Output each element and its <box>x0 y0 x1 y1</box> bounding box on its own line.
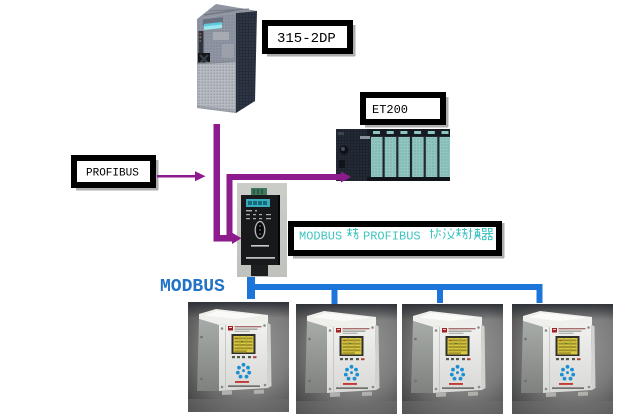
svg-text:MODBUS: MODBUS <box>160 277 225 297</box>
svg-text:315-2DP: 315-2DP <box>277 31 336 47</box>
svg-text:PROFIBUS: PROFIBUS <box>86 168 139 180</box>
svg-text:MODBUS: MODBUS <box>299 230 342 244</box>
svg-text:PROFIBUS: PROFIBUS <box>363 230 421 244</box>
svg-text:ET200: ET200 <box>372 103 408 117</box>
